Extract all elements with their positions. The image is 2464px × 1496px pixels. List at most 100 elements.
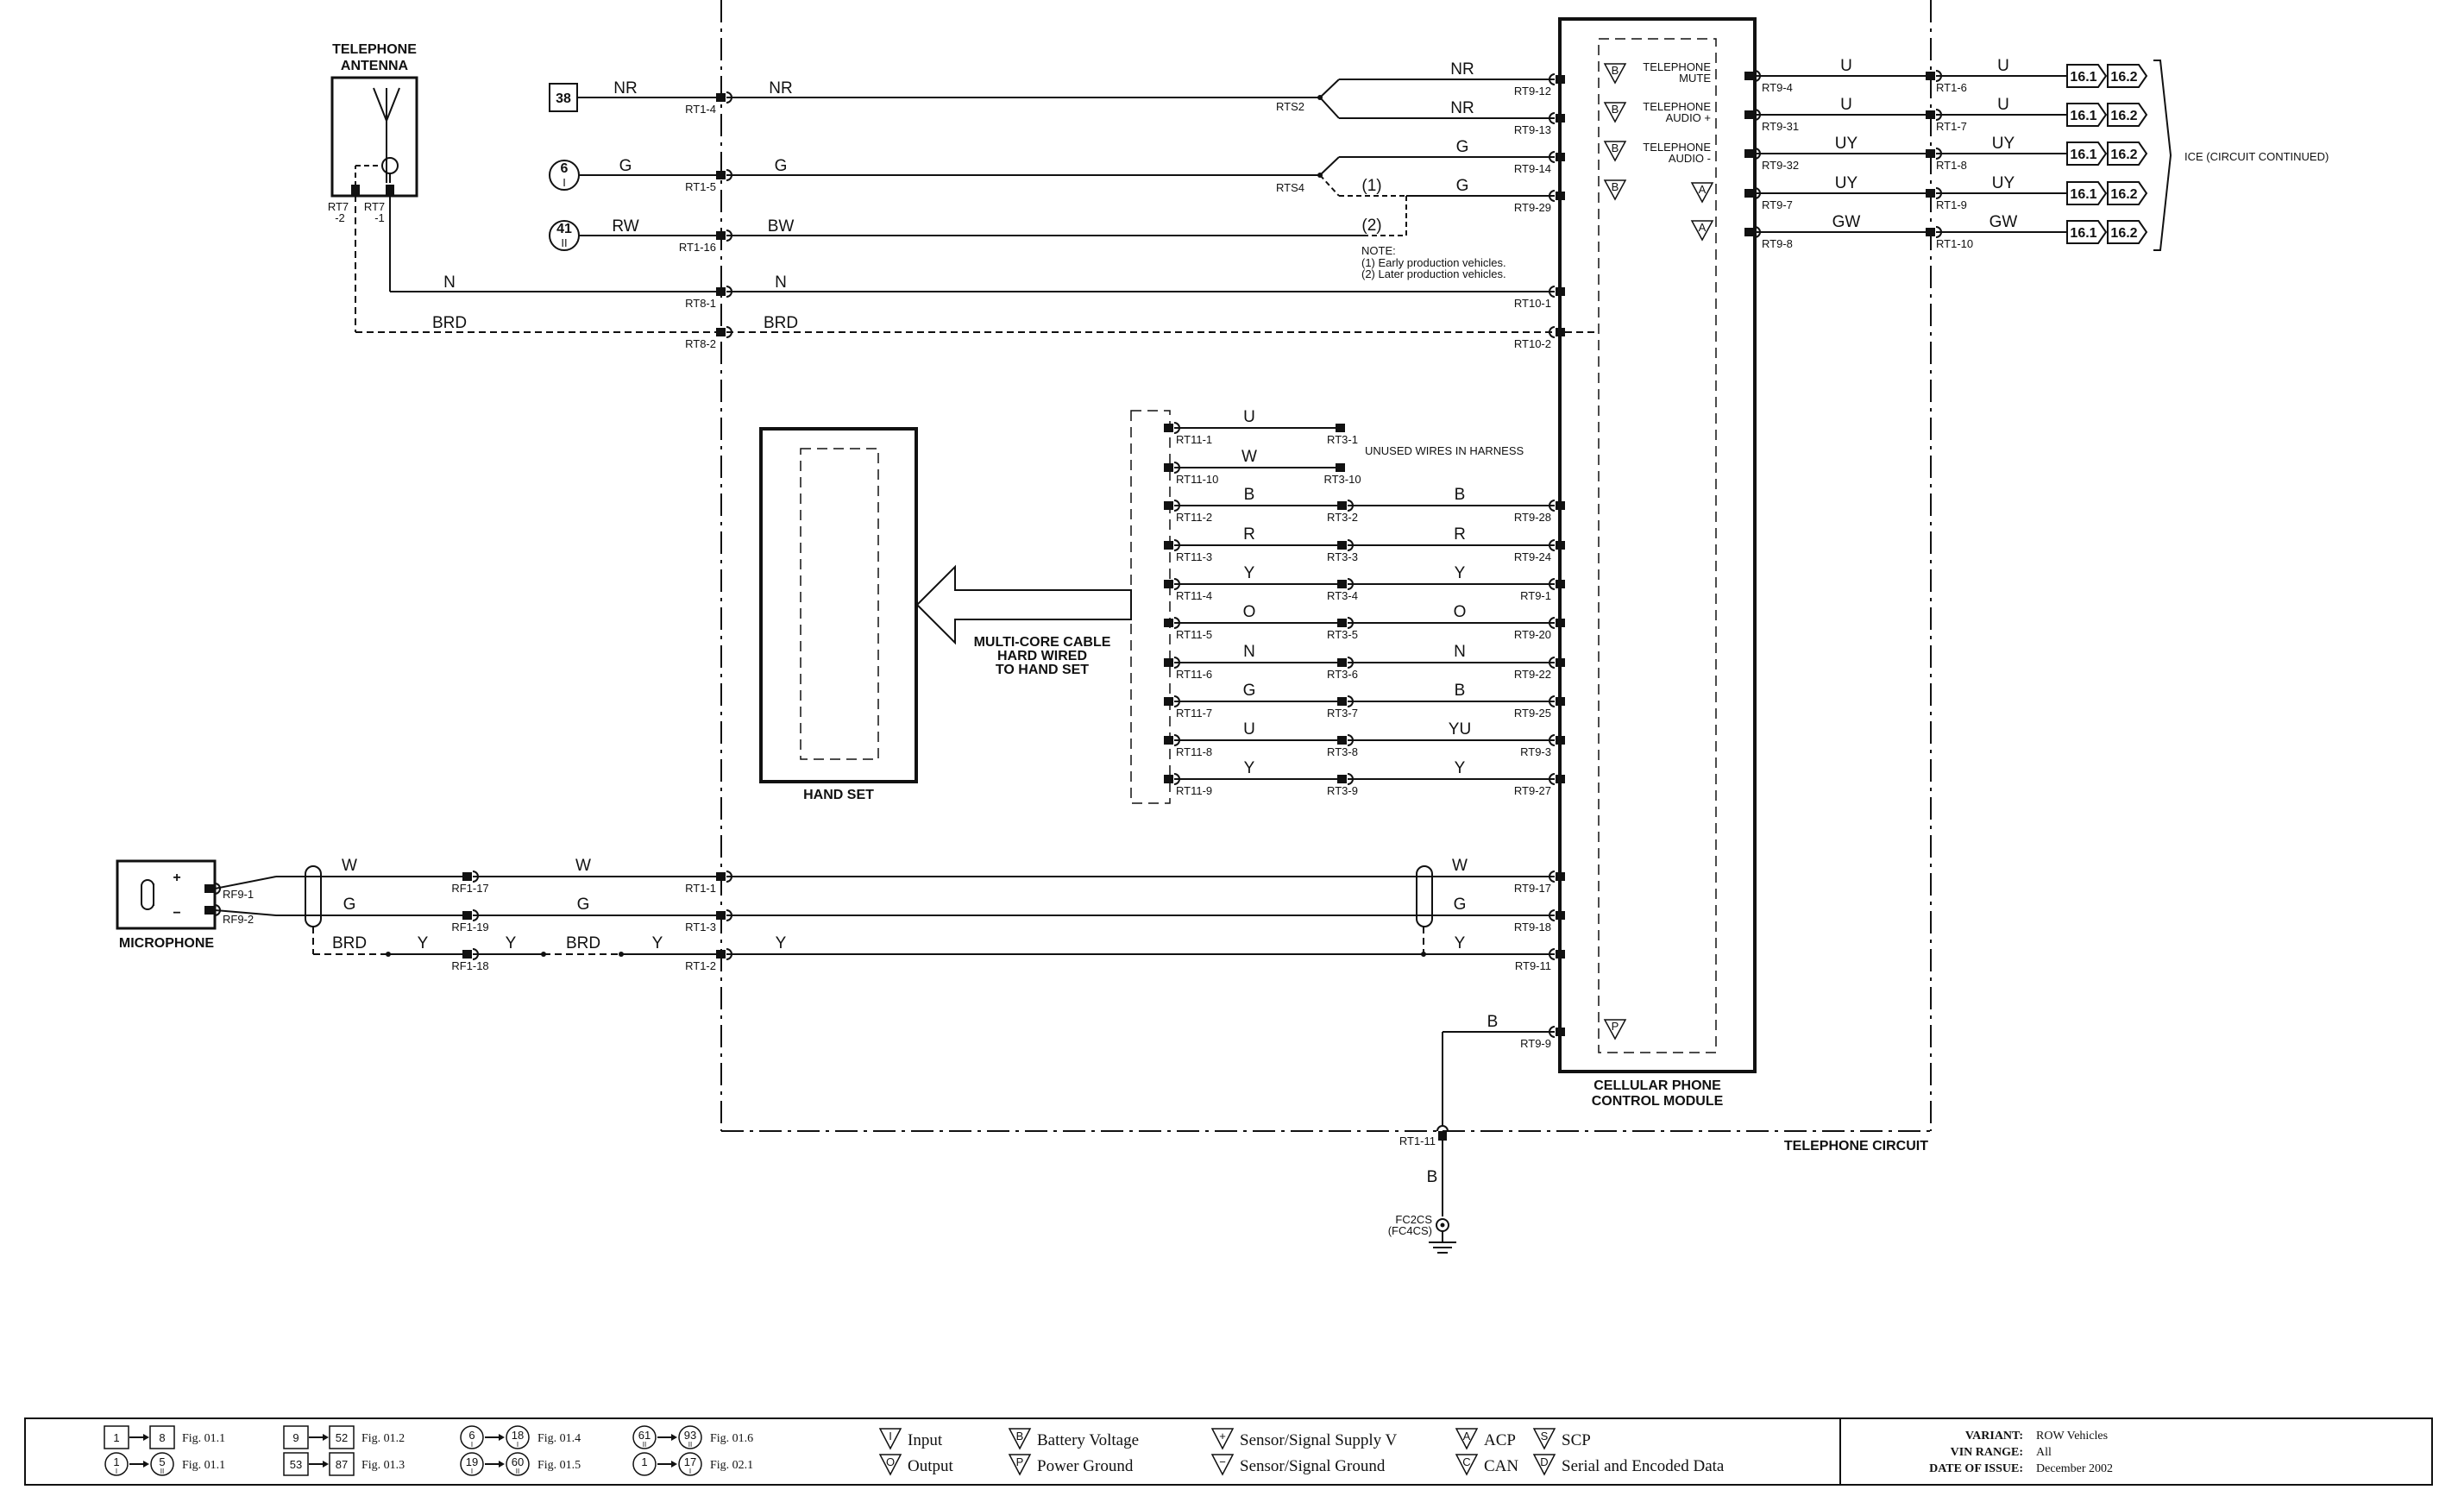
footer-frame	[24, 1417, 2433, 1486]
wire-color-Y-e: Y	[1455, 934, 1466, 952]
pin-RT9-29-block	[1556, 192, 1565, 200]
footer-ref-a-sub-6: II	[643, 1441, 646, 1449]
wire-color-G-upper: G	[1456, 138, 1469, 156]
pin-RT9-22: RT9-22	[1514, 668, 1551, 681]
splice-node-RTS2	[1317, 95, 1323, 100]
pin-RT10-1-block	[1556, 287, 1565, 296]
footer-ref-a-sub-1: I	[116, 1468, 117, 1475]
wire-color-Y-c: Y	[652, 934, 663, 952]
wire-color-N-mid: N	[775, 273, 787, 292]
pin-RT9-13: RT9-13	[1514, 123, 1551, 136]
wire-color-UY: UY	[1992, 135, 2015, 153]
ref-16.2-2: 16.2	[2110, 148, 2137, 162]
pin-RT1-6-block	[1926, 72, 1935, 80]
wire-color-G: G	[1243, 682, 1256, 700]
pin-RT11-9: RT11-9	[1176, 784, 1212, 797]
pin-RT8-2: RT8-2	[685, 337, 716, 350]
pin-RT9-8: RT9-8	[1762, 237, 1793, 250]
antenna-title-1: TELEPHONE	[332, 42, 417, 57]
footer-ref-fig-6: Fig. 01.6	[710, 1432, 753, 1445]
footer-ref-fig-3: Fig. 01.3	[361, 1459, 405, 1472]
ref-flag-16.1	[2066, 141, 2108, 166]
pin-RT11-6: RT11-6	[1176, 668, 1212, 681]
splice-RT1-11-block	[1438, 1131, 1447, 1141]
ref-16.1-4: 16.1	[2070, 226, 2096, 241]
wire-color-O: O	[1454, 603, 1467, 621]
pin-RT11-3: RT11-3	[1176, 550, 1212, 563]
wire-color-R: R	[1454, 525, 1466, 544]
pin-RT1-11: RT1-11	[1399, 1135, 1436, 1147]
pin-RT9-13-block	[1556, 114, 1565, 123]
wire-color-BRD-b: BRD	[566, 934, 600, 952]
ref-16.2-4: 16.2	[2110, 226, 2137, 241]
footer-ref-a-circle	[460, 1425, 484, 1449]
pin-RT9-22-arc	[1549, 657, 1556, 669]
legend-text-6: ACP	[1484, 1431, 1516, 1449]
pin-RT9-28-arc	[1549, 500, 1556, 512]
legend-triangle-8	[1532, 1428, 1556, 1450]
cable-note-3: TO HAND SET	[996, 663, 1089, 677]
pin-RT9-4: RT9-4	[1762, 81, 1793, 94]
wire-color-Y: Y	[1455, 564, 1466, 582]
footer-ref-arrowhead	[323, 1434, 329, 1441]
module-input-label-1b: AUDIO +	[1666, 111, 1711, 124]
wire-color-B: B	[1455, 486, 1466, 504]
pin-RT9-31-block	[1744, 110, 1754, 119]
antenna-pin-RT7-2a: RT7	[328, 200, 349, 213]
legend-text-5: Sensor/Signal Ground	[1240, 1457, 1386, 1475]
footer-ref-a-circle	[632, 1452, 657, 1476]
footer-ref-arrowhead	[143, 1461, 149, 1468]
pin-RT8-1: RT8-1	[685, 297, 716, 310]
wire-color-U: U	[1840, 57, 1852, 75]
note-title: NOTE:	[1361, 244, 1396, 257]
ref-flag-16.2	[2107, 64, 2148, 88]
pin-RT9-11-block	[1556, 950, 1565, 959]
wire-color-R: R	[1243, 525, 1255, 544]
pin-RT9-9: RT9-9	[1520, 1037, 1551, 1050]
footer-ref-b-sub-4: I	[517, 1441, 519, 1449]
wire-color-UY: UY	[1992, 174, 2015, 192]
pin-RT1-10: RT1-10	[1936, 237, 1973, 250]
footer-ref-a-2: 9	[292, 1431, 299, 1444]
pin-RT9-25-block	[1556, 697, 1565, 706]
pin-RT11-5: RT11-5	[1176, 628, 1212, 641]
pin-RT9-17-block	[1556, 872, 1565, 881]
wire-color-G-lower: G	[1456, 177, 1469, 195]
footer-ref-a-6: 61	[638, 1429, 651, 1442]
wire-color-UY: UY	[1835, 135, 1858, 153]
pin-RT9-29-arc	[1549, 190, 1556, 202]
legend-symbol-3: P	[1016, 1455, 1024, 1468]
pin-RT9-1-block	[1556, 580, 1565, 588]
pin-RF1-18: RF1-18	[451, 959, 488, 972]
wire-color-BW: BW	[768, 217, 795, 236]
pin-RF1-19-block	[462, 911, 472, 920]
legend-symbol-7: C	[1462, 1455, 1470, 1468]
legend-triangle-0	[878, 1428, 902, 1450]
pin-RT9-9-block	[1556, 1028, 1565, 1036]
footer-ref-b-box	[149, 1425, 175, 1449]
footer-ref-a-box	[283, 1425, 309, 1449]
footer-ref-b-box	[329, 1452, 355, 1476]
wire-color-Y-b: Y	[506, 934, 517, 952]
pin-RT9-17: RT9-17	[1514, 882, 1551, 895]
pin-RT3-4-block	[1337, 580, 1347, 588]
legend-text-3: Power Ground	[1037, 1457, 1134, 1475]
wire	[1319, 79, 1340, 98]
pin-RT1-4: RT1-4	[685, 103, 716, 116]
module-title-1: CELLULAR PHONE	[1593, 1078, 1721, 1093]
pin-RF1-17: RF1-17	[451, 882, 488, 895]
pin-RT11-4: RT11-4	[1176, 589, 1212, 602]
pin-RT1-1-block	[716, 872, 726, 881]
marker-A-4	[1690, 182, 1714, 204]
module-input-label-2b: AUDIO -	[1669, 152, 1711, 165]
wire-color-B: B	[1244, 486, 1255, 504]
wire-color-NR-mid: NR	[769, 79, 792, 97]
circuit-title: TELEPHONE CIRCUIT	[1784, 1139, 1928, 1153]
pin-RT1-16: RT1-16	[679, 241, 716, 254]
module-input-label-1a: TELEPHONE	[1643, 100, 1711, 113]
footer-ref-b-sub-5: II	[516, 1468, 519, 1475]
wire-color-O: O	[1243, 603, 1256, 621]
footer-date: December 2002	[2036, 1462, 2113, 1475]
legend-text-9: Serial and Encoded Data	[1562, 1457, 1725, 1475]
pin-RT9-22-block	[1556, 658, 1565, 667]
